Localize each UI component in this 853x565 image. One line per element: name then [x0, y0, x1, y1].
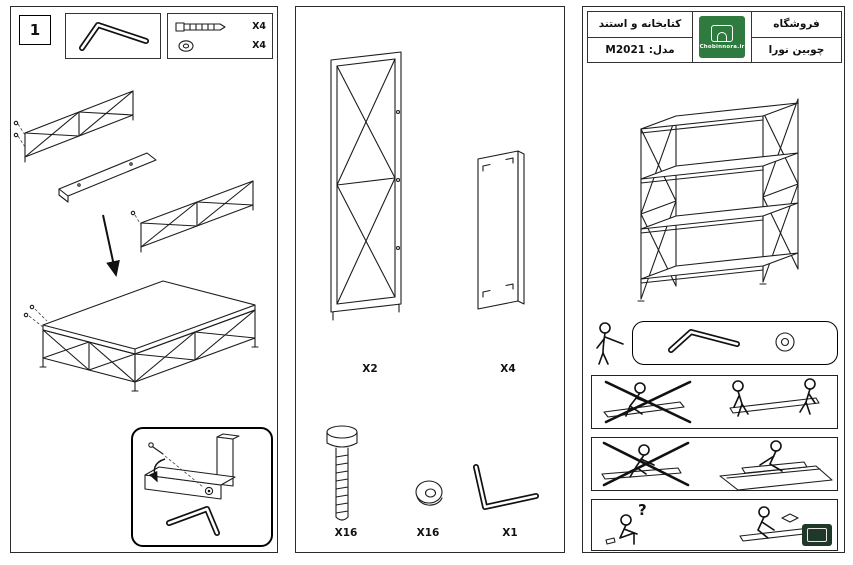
assembly-arrow — [102, 214, 120, 277]
product-model: مدل: M2021 — [605, 43, 675, 56]
soft-surface-pictogram — [601, 440, 833, 490]
required-tools-row — [591, 319, 838, 367]
two-person-warning-pictogram — [603, 378, 820, 424]
washer-qty-label: X16 — [416, 527, 440, 539]
bolt-icon — [175, 21, 226, 32]
two-people-carrying-icon — [729, 378, 820, 417]
side-x-frame-part — [330, 51, 402, 321]
screw-row: X4 — [174, 18, 266, 35]
parts-drawing — [326, 51, 539, 521]
fasteners-callout-box: X4 X4 — [167, 13, 273, 59]
tools-icons — [668, 329, 795, 353]
confused-person-icon — [605, 514, 638, 545]
question-mark: ? — [638, 501, 647, 519]
joint-detail-drawing — [144, 433, 240, 536]
allen-key-icon — [79, 22, 149, 51]
read-manual-row: ? — [591, 499, 838, 551]
title-block-right-column: فروشگاه چوبین نورا — [752, 12, 841, 62]
bookshelf-shelves — [640, 102, 799, 284]
brand-stamp-emblem-icon — [807, 528, 827, 542]
washer-icon — [178, 39, 194, 52]
store-label: فروشگاه — [752, 12, 841, 38]
screw-qty-label: X4 — [252, 21, 266, 32]
two-person-warning-row — [591, 375, 838, 429]
title-block: کتابخانه و استند مدل: M2021 Chobinnora.i… — [587, 11, 842, 63]
soft-surface-warning-row — [591, 437, 838, 491]
allen-key-callout-box — [65, 13, 161, 59]
product-category: کتابخانه و استند — [588, 12, 692, 38]
person-icon — [596, 322, 624, 365]
flat-panel-part — [477, 150, 525, 310]
title-block-logo-cell: Chobinnora.ir — [693, 12, 752, 62]
tools-callout-box — [632, 321, 838, 365]
assembled-base-frame — [23, 280, 259, 392]
finished-bookshelf-drawing — [637, 98, 799, 302]
brand-logo-text: Chobinnora.ir — [699, 43, 745, 50]
read-manual-pictogram — [605, 506, 814, 545]
joint-detail-inset — [131, 427, 273, 547]
panel-cover: کتابخانه و استند مدل: M2021 Chobinnora.i… — [582, 6, 845, 553]
brand-logo-emblem-icon — [711, 24, 733, 42]
step-number-box: 1 — [19, 15, 51, 45]
bolt-qty-label: X16 — [334, 527, 358, 539]
x-rail-right — [130, 180, 254, 253]
washer-part — [415, 480, 443, 506]
brand-logo: Chobinnora.ir — [699, 16, 745, 58]
carpet-assembly-icon — [719, 440, 833, 490]
bookshelf-left-frame — [640, 115, 677, 300]
exploded-assembly-diagram — [13, 90, 259, 392]
bolt-part — [326, 425, 358, 521]
washer-qty-label: X4 — [252, 40, 266, 51]
brand-stamp — [802, 524, 832, 546]
allen-key-part — [473, 464, 539, 510]
washer-row: X4 — [174, 37, 266, 54]
side-frame-qty-label: X2 — [362, 363, 378, 375]
title-block-left-column: کتابخانه و استند مدل: M2021 — [588, 12, 693, 62]
x-rail-top-left — [13, 90, 134, 163]
flat-panel-qty-label: X4 — [500, 363, 516, 375]
panel-step1: 1 X4 — [10, 6, 278, 553]
allen-key-qty-label: X1 — [502, 527, 518, 539]
brand-name: چوبین نورا — [768, 43, 825, 56]
panel-parts-list: X2 X4 X16 X16 X1 — [295, 6, 565, 553]
step-number: 1 — [29, 21, 41, 39]
shelf-board — [58, 152, 157, 203]
